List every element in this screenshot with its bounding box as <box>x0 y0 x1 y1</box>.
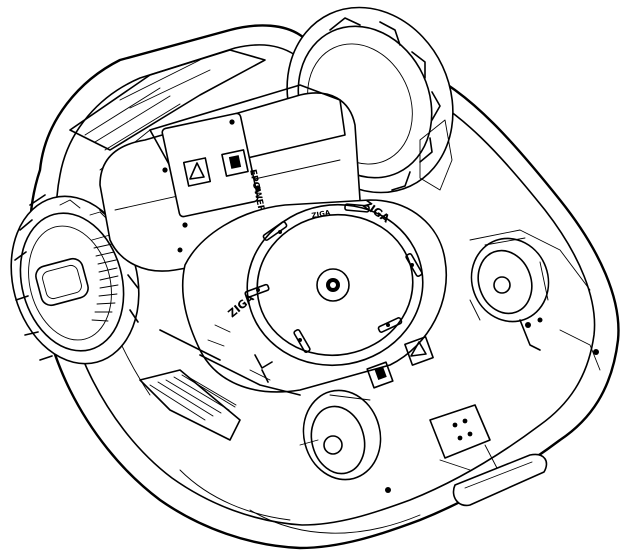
deck-warning-icon <box>404 336 434 366</box>
manual-book-icon <box>221 149 249 177</box>
cutting-deck: ZIGA ZIGA ZIGA <box>181 198 447 393</box>
wheel-tread-hatch <box>91 234 119 322</box>
rear-skid-plate <box>139 369 241 441</box>
deck-book-icon <box>366 361 394 389</box>
front-handle <box>452 453 548 507</box>
blade-hub <box>316 268 350 302</box>
caster-wheel-right <box>469 237 550 351</box>
warning-triangle-icon <box>182 157 212 187</box>
battery-plate <box>161 112 259 218</box>
drive-wheel-left <box>10 194 140 365</box>
chassis-details <box>159 229 601 493</box>
deck-label-small: ZIGA <box>311 209 332 220</box>
charging-contacts <box>429 404 499 471</box>
blade-slots <box>244 203 423 353</box>
caster-wheel-front <box>299 389 382 481</box>
